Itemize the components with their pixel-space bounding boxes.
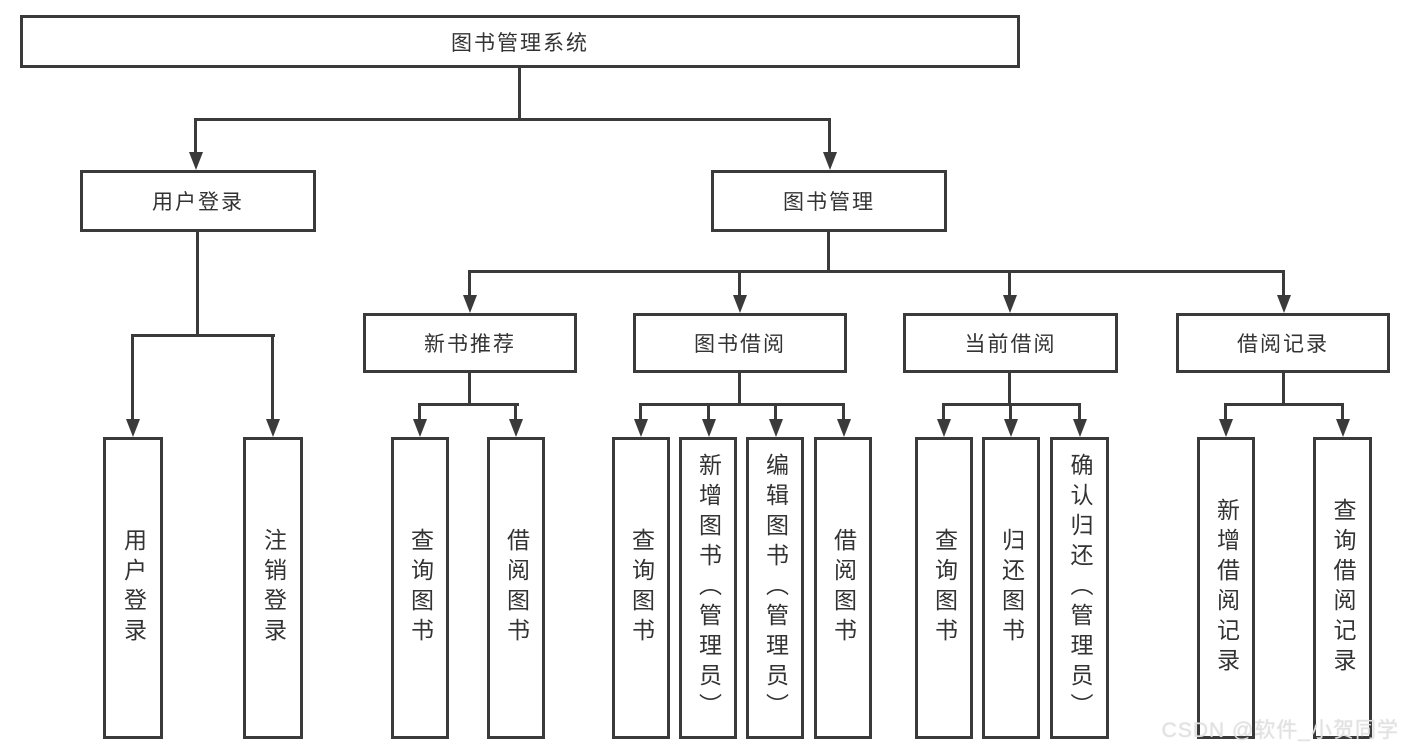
connector-drop-bb-edit [774,403,777,421]
arrow-down-borrow-records [1277,295,1291,313]
arrow-down-cb-return [1004,419,1018,437]
connector-drop-bb-query [639,403,642,421]
arrow-down-nb-borrow [509,419,523,437]
leaf-nb-borrow-books-label: 借阅图书 [503,528,530,648]
connector-drop-book-borrow [738,270,741,297]
leaf-bb-edit-books-admin-label: 编辑图书（管理员） [762,453,789,723]
node-book-borrow-label: 图书借阅 [694,333,786,356]
arrow-down-cb-confirm [1073,419,1087,437]
connector-drop-book-mgmt [828,118,831,154]
node-user-login-label: 用户登录 [152,191,244,214]
arrow-down-book-mgmt [823,152,837,170]
arrow-down-nb-query [413,419,427,437]
node-root-label: 图书管理系统 [451,31,589,55]
arrow-down-bb-edit [769,419,783,437]
arrow-down-book-borrow [733,295,747,313]
connector-drop-nb-query [418,403,421,421]
connector-drop-login [131,334,134,420]
connector-current-borrow-stub [1008,373,1011,406]
leaf-cb-confirm-return-admin: 确认归还（管理员） [1050,437,1109,739]
connector-drop-cb-return [1009,403,1012,421]
leaf-br-query-record: 查询借阅记录 [1313,437,1372,739]
leaf-logout-label: 注销登录 [260,528,287,648]
node-new-books: 新书推荐 [363,313,577,373]
leaf-bb-query-books-label: 查询图书 [628,528,655,648]
arrow-down-cb-query [937,419,951,437]
leaf-cb-return-books: 归还图书 [982,437,1040,739]
connector-user-login-stub [196,232,199,337]
connector-drop-br-add [1224,403,1227,421]
connector-new-books-hline [418,403,519,406]
leaf-cb-confirm-return-admin-label: 确认归还（管理员） [1067,453,1093,723]
leaf-bb-add-books-admin-label: 新增图书（管理员） [695,453,722,723]
leaf-cb-query-books-label: 查询图书 [931,528,958,648]
node-new-books-label: 新书推荐 [424,333,516,356]
connector-book-borrow-stub [738,373,741,406]
connector-user-login-hline [131,334,275,337]
arrow-down-br-add [1219,419,1233,437]
csdn-watermark: CSDN @软件_小贺同学 [1161,719,1399,742]
node-book-borrow: 图书借阅 [633,313,847,373]
connector-drop-logout [271,334,274,420]
node-book-mgmt: 图书管理 [711,170,947,232]
node-current-borrow-label: 当前借阅 [964,333,1057,356]
connector-drop-nb-borrow [514,403,517,421]
node-book-mgmt-label: 图书管理 [783,191,875,214]
connector-drop-br-query [1341,403,1344,421]
leaf-cb-query-books: 查询图书 [915,437,973,739]
arrow-down-bb-add [702,419,716,437]
leaf-nb-query-books-label: 查询图书 [407,528,434,648]
node-borrow-records: 借阅记录 [1176,313,1390,373]
connector-drop-user-login [194,118,197,154]
connector-book-mgmt-hline [468,270,1285,273]
leaf-logout: 注销登录 [243,437,303,739]
connector-drop-bb-borrow [842,403,845,421]
connector-borrow-records-stub [1282,373,1285,406]
connector-root-hline [194,118,831,121]
leaf-user-login-label: 用户登录 [120,528,147,648]
connector-drop-current-borrow [1008,270,1011,297]
arrow-down-user-login [189,152,203,170]
node-borrow-records-label: 借阅记录 [1237,333,1329,356]
leaf-nb-query-books: 查询图书 [391,437,449,739]
arrow-down-br-query [1336,419,1350,437]
arrow-down-bb-query [634,419,648,437]
leaf-br-add-record: 新增借阅记录 [1197,437,1255,739]
arrow-down-current-borrow [1003,295,1017,313]
connector-root-stub [518,68,521,120]
leaf-bb-borrow-books: 借阅图书 [814,437,872,739]
leaf-br-add-record-label: 新增借阅记录 [1213,498,1240,678]
connector-new-books-stub [468,373,471,406]
leaf-user-login: 用户登录 [103,437,163,739]
leaf-cb-return-books-label: 归还图书 [998,528,1025,648]
leaf-nb-borrow-books: 借阅图书 [487,437,545,739]
connector-drop-bb-add [707,403,710,421]
node-current-borrow: 当前借阅 [903,313,1118,373]
leaf-bb-borrow-books-label: 借阅图书 [830,528,857,648]
arrow-down-login [126,419,140,437]
leaf-br-query-record-label: 查询借阅记录 [1330,498,1356,678]
node-root: 图书管理系统 [20,15,1020,68]
leaf-bb-add-books-admin: 新增图书（管理员） [679,437,737,739]
connector-drop-cb-confirm [1078,403,1081,421]
connector-drop-cb-query [942,403,945,421]
connector-drop-borrow-records [1282,270,1285,297]
leaf-bb-query-books: 查询图书 [612,437,670,739]
connector-book-mgmt-stub [827,232,830,273]
connector-borrow-records-hline [1224,403,1344,406]
arrow-down-logout [266,419,280,437]
connector-drop-new-books [468,270,471,297]
node-user-login: 用户登录 [80,170,316,232]
leaf-bb-edit-books-admin: 编辑图书（管理员） [746,437,804,739]
arrow-down-bb-borrow [837,419,851,437]
arrow-down-new-books [463,295,477,313]
connector-book-borrow-hline [639,403,844,406]
